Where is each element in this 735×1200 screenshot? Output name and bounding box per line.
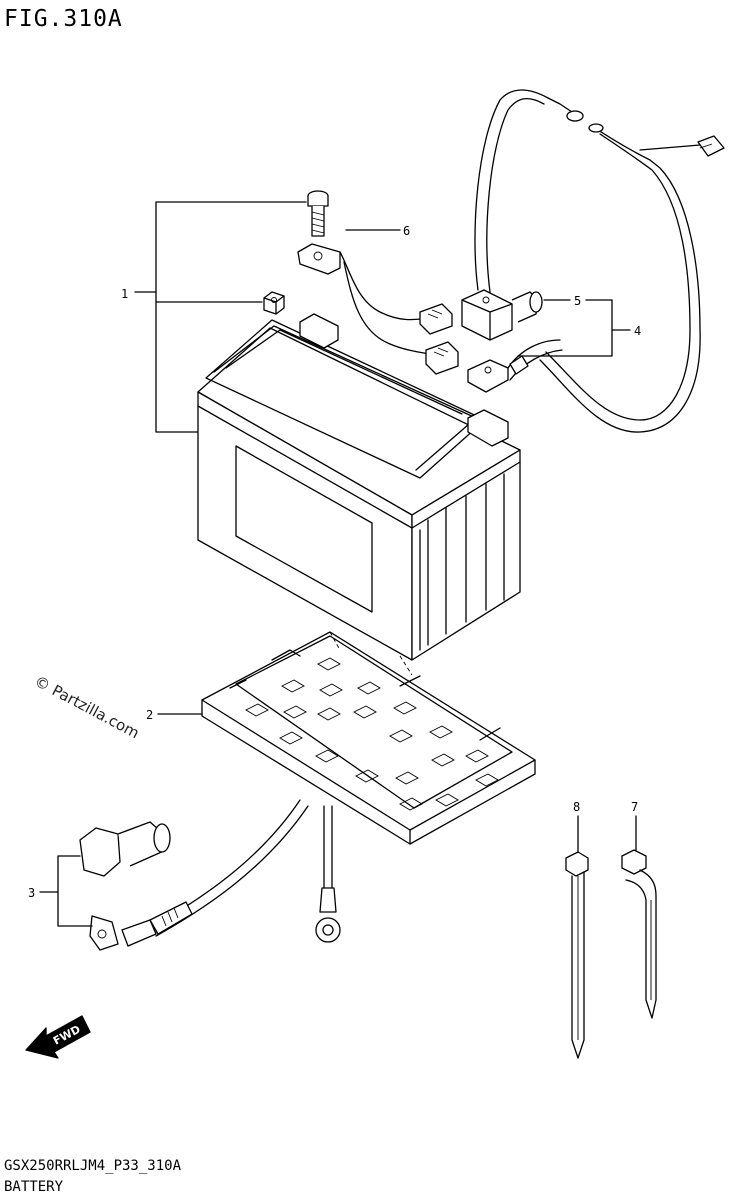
sub-harness [339,251,459,375]
negative-lead [79,799,341,951]
fwd-arrow-icon: FWD [25,1015,91,1059]
callout-5: 5 [574,294,581,308]
callout-2: 2 [146,708,153,722]
battery-tray [201,631,536,845]
callout-8: 8 [573,800,580,814]
terminal-bracket [297,243,341,275]
terminal-nut [263,291,285,315]
figure-title: FIG.310A [4,6,123,32]
footer-model-code: GSX250RRLJM4_P33_310A [4,1158,182,1174]
callout-4: 4 [634,324,641,338]
terminal-cover [461,289,543,341]
callout-leaders [39,201,637,927]
positive-lead [467,339,563,393]
wire-harness [474,89,725,433]
callout-1: 1 [121,287,128,301]
footer-part-name: BATTERY [4,1179,64,1195]
callout-7: 7 [631,800,638,814]
callout-3: 3 [28,886,35,900]
callout-6: 6 [403,224,410,238]
cable-tie-8 [565,851,589,1059]
cable-tie-7 [621,849,657,1019]
terminal-bolt [307,190,329,237]
battery [197,313,521,661]
